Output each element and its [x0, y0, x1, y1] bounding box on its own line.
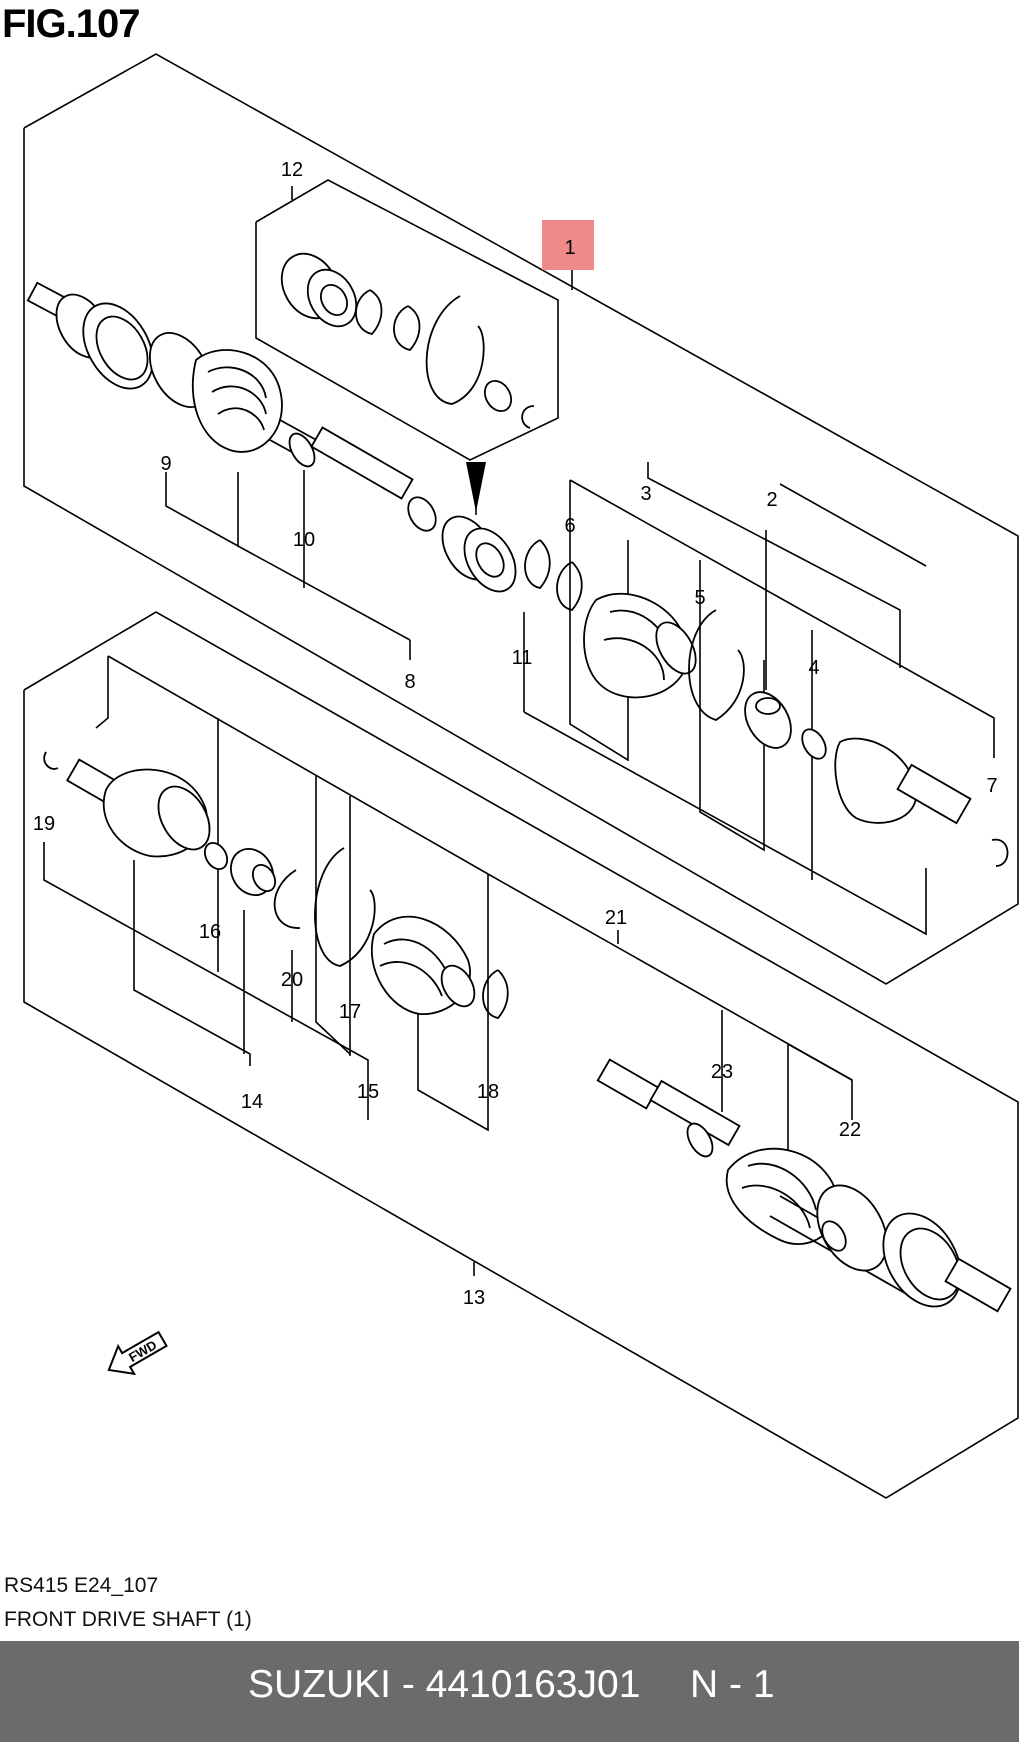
callout-18: 18: [477, 1081, 499, 1103]
callout-19: 19: [33, 813, 55, 835]
callout-22: 22: [839, 1119, 861, 1141]
inner-cv-parts-upper: [441, 515, 1009, 867]
callout-6: 6: [564, 515, 575, 537]
footer-page-indicator: N - 1: [690, 1663, 775, 1706]
footer-bar: SUZUKI - 4410163J01 N - 1: [0, 1641, 1019, 1742]
callout-8: 8: [404, 671, 415, 693]
callout-7: 7: [986, 775, 997, 797]
inner-cv-parts-lower: [43, 751, 509, 1019]
callout-3: 3: [640, 483, 651, 505]
callout-9: 9: [160, 453, 171, 475]
diagram-caption: FRONT DRIVE SHAFT (1): [4, 1608, 252, 1631]
exploded-parts-diagram: FWD 1 2 3 4 5 6 7 8 9 10 11 12 13 14 15 …: [23, 53, 1019, 1499]
outer-cv-shaft-lower: [596, 1058, 1012, 1313]
callout-15: 15: [357, 1081, 379, 1103]
kit-pointer-arrow: [466, 462, 486, 512]
lower-assembly-outline: [23, 611, 1019, 1499]
callout-20: 20: [281, 969, 303, 991]
callout-4: 4: [808, 657, 819, 679]
callout-23: 23: [711, 1061, 733, 1083]
callout-14: 14: [241, 1091, 263, 1113]
callout-12: 12: [281, 159, 303, 181]
callout-5: 5: [694, 587, 705, 609]
callout-1: 1: [564, 237, 575, 259]
figure-title: FIG.107: [2, 2, 141, 46]
callout-2: 2: [766, 489, 777, 511]
callout-13: 13: [463, 1287, 485, 1309]
callout-21: 21: [605, 907, 627, 929]
footer-part-number: SUZUKI - 4410163J01: [248, 1663, 641, 1706]
outer-cv-shaft-upper: [26, 281, 437, 532]
fwd-arrow-icon: FWD: [107, 1330, 168, 1376]
callout-16: 16: [199, 921, 221, 943]
boot-kit-outline: [255, 179, 559, 461]
callout-11: 11: [512, 647, 533, 669]
callout-1-highlight: [542, 220, 594, 270]
callout-17: 17: [339, 1001, 361, 1023]
diagram-code: RS415 E24_107: [4, 1574, 159, 1597]
callout-10: 10: [293, 529, 315, 551]
upper-assembly-outline: [23, 53, 1019, 985]
boot-kit-parts: [280, 252, 535, 429]
callout-labels: 1 2 3 4 5 6 7 8 9 10 11 12 13 14 15 16 1…: [33, 159, 998, 1309]
